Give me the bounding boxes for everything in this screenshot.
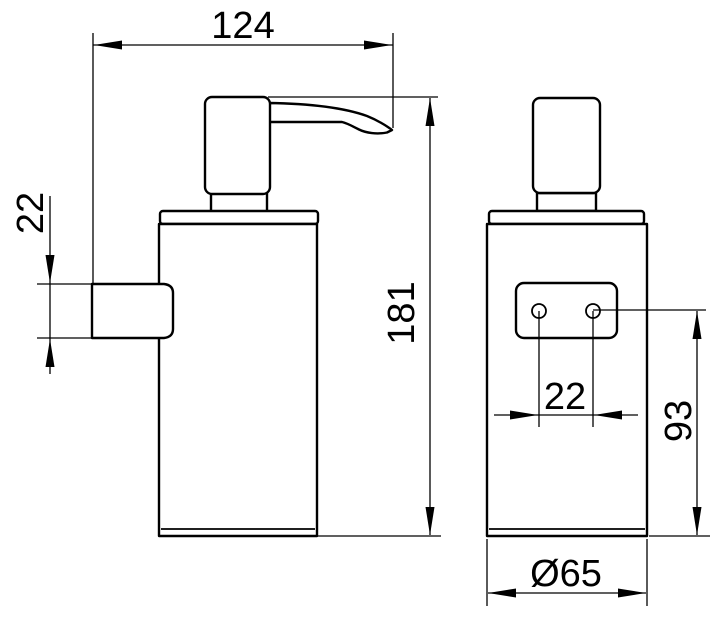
pump-neck-front bbox=[535, 191, 598, 213]
body-front bbox=[485, 222, 649, 538]
dimension-label-hole-spacing: 22 bbox=[544, 376, 586, 418]
dimension-overall-depth: 124 bbox=[92, 5, 394, 283]
dimension-base-diameter: Ø65 bbox=[486, 539, 648, 606]
arrowhead-right bbox=[618, 588, 646, 598]
dimension-label-bracket-height: 22 bbox=[10, 192, 52, 234]
arrowhead-left bbox=[488, 588, 516, 598]
lid-side bbox=[158, 209, 320, 226]
dimension-mount-center-height: 93 bbox=[593, 309, 710, 537]
dimension-label-overall-height: 181 bbox=[381, 281, 423, 344]
pump-neck-side bbox=[209, 191, 269, 214]
arrowhead-up bbox=[425, 98, 435, 126]
dimension-label-base-diameter: Ø65 bbox=[530, 553, 602, 595]
side-view bbox=[90, 95, 394, 538]
front-view bbox=[485, 96, 649, 538]
dimension-hole-spacing: 22 bbox=[494, 311, 638, 427]
arrowhead-up bbox=[45, 339, 55, 367]
arrowhead-right bbox=[510, 410, 538, 420]
body-side bbox=[157, 222, 319, 538]
arrowhead-down bbox=[425, 507, 435, 535]
pump-head-front bbox=[531, 96, 602, 195]
dimension-overall-height: 181 bbox=[268, 96, 441, 537]
lid-front bbox=[487, 209, 646, 226]
arrowhead-left bbox=[94, 40, 122, 50]
arrowhead-right bbox=[364, 40, 392, 50]
arrowhead-left bbox=[594, 410, 622, 420]
pump-spout bbox=[266, 101, 394, 135]
arrowhead-up bbox=[692, 311, 702, 339]
dimension-bracket-height: 22 bbox=[10, 192, 92, 374]
dimension-label-overall-depth: 124 bbox=[211, 5, 274, 47]
dimension-label-mount-center-height: 93 bbox=[658, 400, 700, 442]
arrowhead-down bbox=[45, 255, 55, 283]
pump-head-side bbox=[203, 95, 272, 196]
wall-bracket bbox=[90, 282, 175, 340]
arrowhead-down bbox=[692, 507, 702, 535]
